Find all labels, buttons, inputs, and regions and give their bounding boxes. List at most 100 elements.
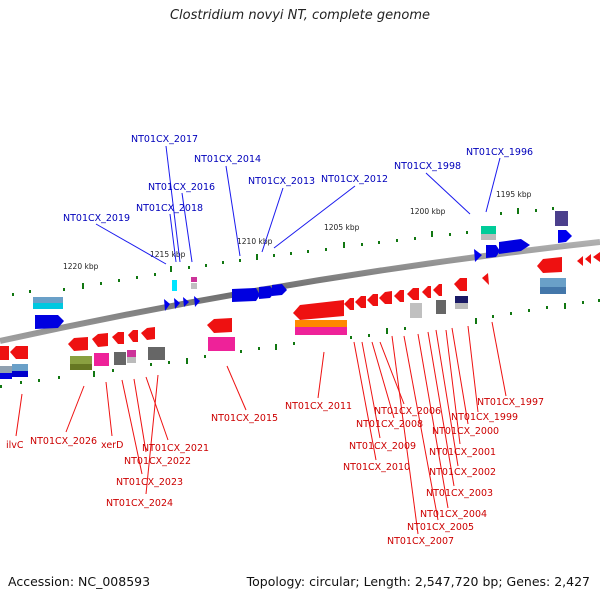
gene-label-forward[interactable]: NT01CX_2018 (136, 203, 203, 214)
gene-label-reverse[interactable]: NT01CX_2004 (420, 509, 487, 520)
gene-label-reverse[interactable]: ilvC (6, 440, 24, 451)
gene-arrow[interactable] (344, 298, 354, 310)
gene-arrow[interactable] (293, 300, 344, 320)
gene-label-forward[interactable]: NT01CX_2016 (148, 182, 215, 193)
scale-label: 1210 kbp (237, 237, 273, 246)
gene-label-forward[interactable]: NT01CX_2013 (248, 176, 315, 187)
feature-block[interactable] (455, 303, 468, 309)
gene-arrow[interactable] (422, 286, 431, 298)
gene-label-reverse[interactable]: NT01CX_2009 (349, 441, 416, 452)
forward-features (33, 211, 572, 329)
gene-label-reverse[interactable]: NT01CX_2010 (343, 462, 410, 473)
page-title: Clostridium novyi NT, complete genome (169, 8, 431, 23)
gene-label-forward[interactable]: NT01CX_2012 (321, 174, 388, 185)
feature-block[interactable] (295, 320, 347, 327)
gene-arrow[interactable] (112, 332, 124, 344)
gene-label-reverse[interactable]: NT01CX_2015 (211, 413, 278, 424)
gene-arrow[interactable] (407, 288, 419, 300)
gene-label-reverse[interactable]: NT01CX_2026 (30, 436, 97, 447)
gene-arrow[interactable] (92, 333, 108, 347)
feature-block[interactable] (114, 352, 126, 365)
feature-block[interactable] (540, 278, 566, 287)
feature-block[interactable] (127, 357, 136, 363)
gene-arrow[interactable] (367, 294, 378, 306)
feature-block[interactable] (33, 303, 63, 309)
gene-label-reverse[interactable]: NT01CX_2001 (429, 447, 496, 458)
feature-block[interactable] (191, 283, 197, 289)
gene-arrow[interactable] (68, 337, 88, 351)
gene-arrow[interactable] (394, 290, 404, 302)
gene-label-reverse[interactable]: NT01CX_2022 (124, 456, 191, 467)
gene-label-reverse[interactable]: NT01CX_2007 (387, 536, 454, 547)
gene-arrow[interactable] (272, 284, 287, 296)
genome-summary: Topology: circular; Length: 2,547,720 bp… (246, 574, 590, 589)
feature-block[interactable] (436, 300, 446, 314)
gene-arrow[interactable] (355, 296, 366, 308)
gene-label-reverse[interactable]: NT01CX_1997 (477, 397, 544, 408)
feature-block[interactable] (12, 364, 28, 371)
gene-arrow[interactable] (183, 297, 189, 307)
feature-block[interactable] (0, 373, 12, 379)
gene-arrow[interactable] (585, 254, 591, 264)
gene-label-reverse[interactable]: NT01CX_2002 (429, 467, 496, 478)
gene-arrow[interactable] (454, 278, 467, 291)
gene-label-reverse[interactable]: NT01CX_2003 (426, 488, 493, 499)
feature-block[interactable] (481, 226, 496, 234)
feature-block[interactable] (481, 234, 496, 240)
feature-block[interactable] (0, 346, 9, 360)
feature-block[interactable] (191, 277, 197, 282)
feature-block[interactable] (555, 211, 568, 226)
gene-label-forward[interactable]: NT01CX_1998 (394, 161, 461, 172)
gene-label-reverse[interactable]: NT01CX_1999 (451, 412, 518, 423)
gene-arrow[interactable] (35, 315, 64, 329)
gene-label-reverse[interactable]: NT01CX_2008 (356, 419, 423, 430)
gene-arrow[interactable] (174, 298, 180, 309)
gene-arrow[interactable] (558, 230, 572, 243)
gene-arrow[interactable] (593, 252, 600, 262)
gene-label-reverse[interactable]: NT01CX_2011 (285, 401, 352, 412)
gene-label-reverse[interactable]: xerD (101, 440, 123, 451)
gene-arrow[interactable] (537, 257, 562, 273)
gene-label-reverse[interactable]: NT01CX_2005 (407, 522, 474, 533)
feature-block[interactable] (0, 366, 12, 373)
gene-arrow[interactable] (194, 296, 200, 307)
feature-block[interactable] (455, 296, 468, 303)
feature-block[interactable] (12, 371, 28, 377)
gene-arrow[interactable] (128, 330, 138, 342)
feature-block[interactable] (127, 350, 136, 357)
gene-arrow[interactable] (379, 291, 392, 304)
feature-block[interactable] (70, 356, 92, 364)
gene-arrow[interactable] (433, 284, 442, 296)
accession-label: Accession: NC_008593 (8, 574, 151, 589)
gene-label-forward[interactable]: NT01CX_2019 (63, 213, 130, 224)
feature-block[interactable] (295, 327, 347, 335)
feature-block[interactable] (172, 280, 177, 291)
feature-block[interactable] (540, 287, 566, 294)
gene-label-reverse[interactable]: NT01CX_2023 (116, 477, 183, 488)
gene-arrow[interactable] (232, 288, 260, 302)
gene-label-forward[interactable]: NT01CX_2017 (131, 134, 198, 145)
gene-arrow[interactable] (207, 318, 232, 333)
gene-arrow[interactable] (482, 273, 489, 285)
scale-label: 1215 kbp (150, 250, 186, 259)
gene-label-forward[interactable]: NT01CX_2014 (194, 154, 261, 165)
gene-arrow[interactable] (141, 327, 155, 340)
gene-arrow[interactable] (259, 286, 275, 299)
gene-arrow[interactable] (474, 249, 482, 262)
gene-arrow[interactable] (486, 245, 500, 258)
feature-block[interactable] (70, 364, 92, 370)
gene-label-reverse[interactable]: NT01CX_2024 (106, 498, 173, 509)
feature-block[interactable] (33, 297, 63, 303)
gene-arrow[interactable] (164, 299, 170, 311)
feature-block[interactable] (94, 353, 109, 366)
feature-block[interactable] (148, 347, 165, 360)
gene-label-forward[interactable]: NT01CX_1996 (466, 147, 533, 158)
gene-arrow[interactable] (499, 239, 530, 254)
gene-label-reverse[interactable]: NT01CX_2021 (142, 443, 209, 454)
feature-block[interactable] (410, 303, 422, 318)
gene-label-reverse[interactable]: NT01CX_2006 (374, 406, 441, 417)
gene-arrow[interactable] (577, 256, 583, 266)
gene-arrow[interactable] (10, 346, 28, 359)
feature-block[interactable] (208, 337, 235, 351)
gene-label-reverse[interactable]: NT01CX_2000 (432, 426, 499, 437)
